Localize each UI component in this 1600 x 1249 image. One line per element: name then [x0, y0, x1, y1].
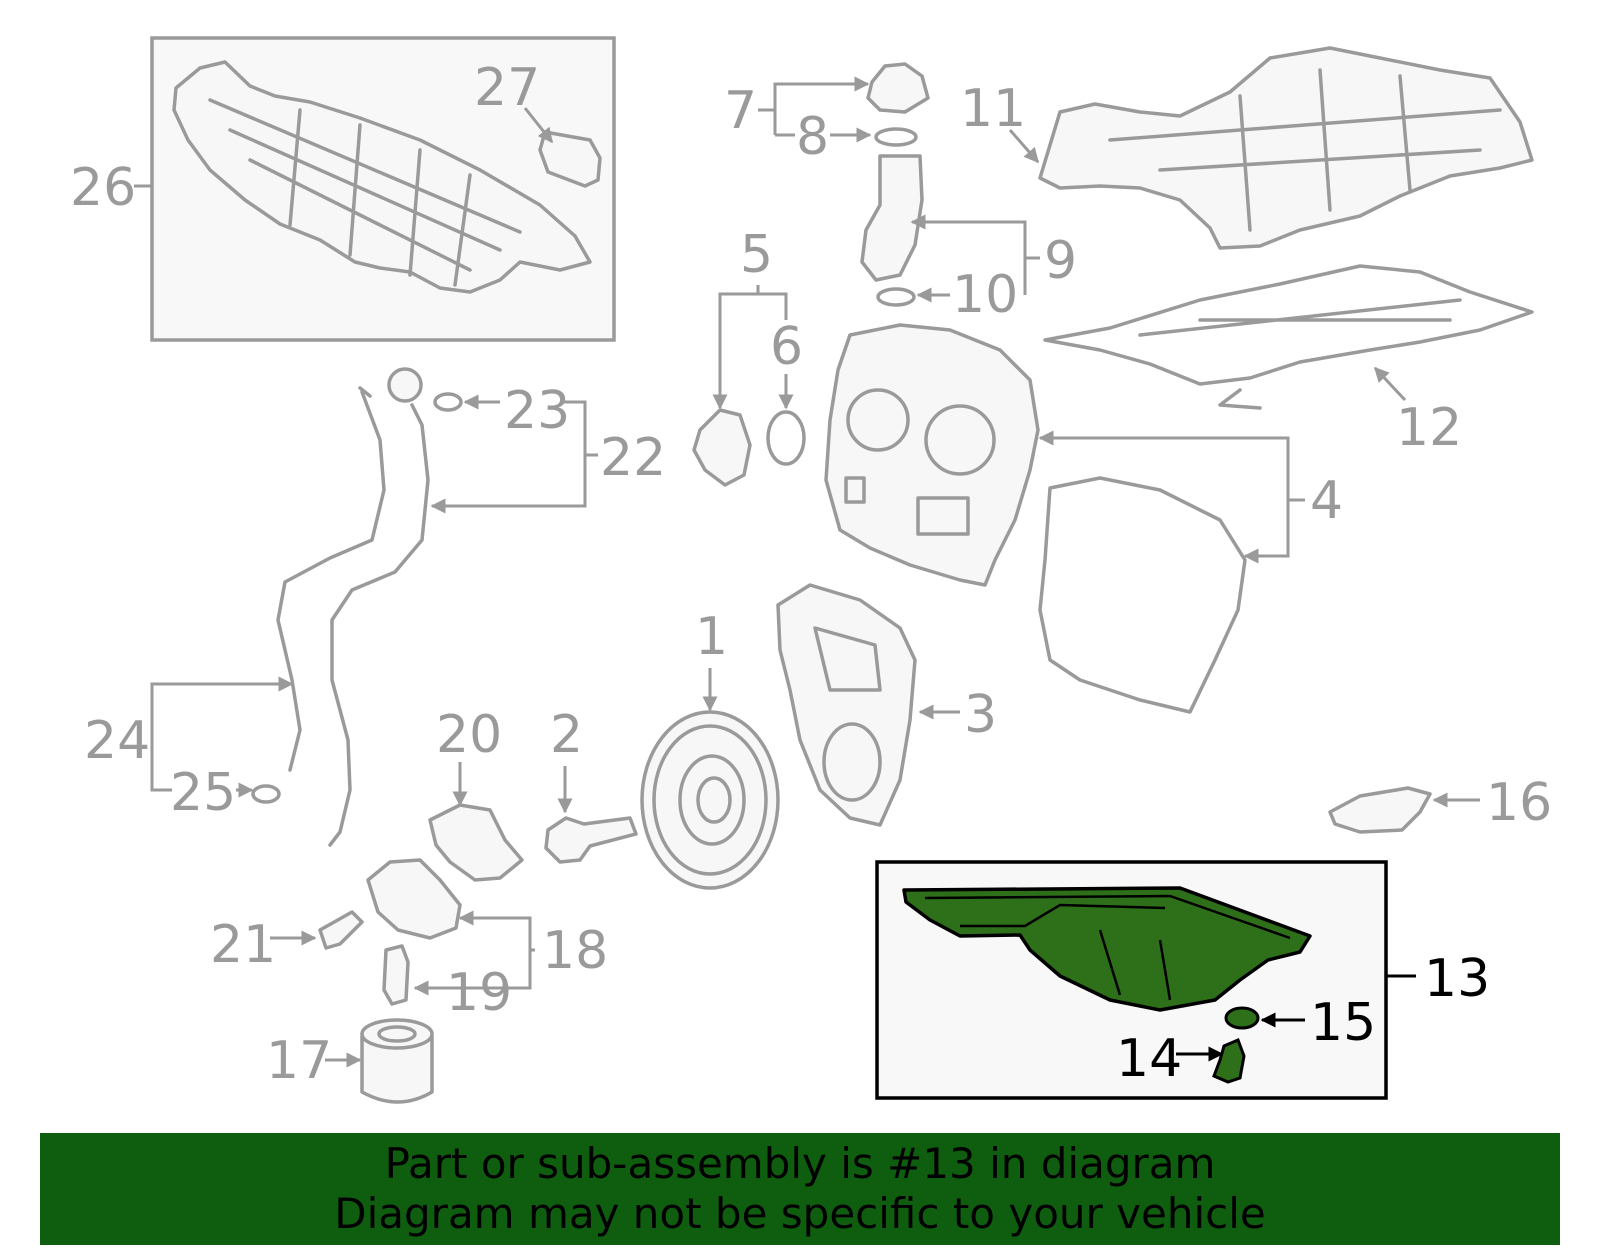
fitting-19 [382, 944, 410, 1006]
callout-3: 3 [964, 685, 997, 745]
callout-4: 4 [1310, 471, 1343, 531]
timing-cover [776, 583, 917, 827]
callout-24: 24 [84, 711, 150, 771]
callout-5: 5 [740, 225, 773, 285]
callout-26: 26 [70, 158, 136, 218]
callout-11: 11 [960, 79, 1026, 139]
front-cover [824, 323, 1040, 587]
callout-27: 27 [474, 58, 540, 118]
gasket-27 [538, 130, 602, 188]
oil-filler-cap [866, 62, 930, 114]
callout-14: 14 [1116, 1029, 1182, 1089]
callout-22: 22 [600, 428, 666, 488]
dipstick [276, 390, 386, 772]
oil-pan-highlighted [902, 886, 1312, 1084]
callout-23: 23 [504, 381, 570, 441]
callout-2: 2 [550, 705, 583, 765]
callout-25: 25 [170, 763, 236, 823]
callout-17: 17 [266, 1031, 332, 1091]
callout-18: 18 [542, 921, 608, 981]
callout-20: 20 [436, 705, 502, 765]
callout-19: 19 [446, 963, 512, 1023]
info-banner: Part or sub-assembly is #13 in diagram D… [40, 1133, 1560, 1245]
intake-manifold-drawing [172, 60, 592, 294]
callout-7: 7 [724, 81, 757, 141]
part-20 [428, 803, 524, 882]
front-cover-gasket [1038, 476, 1247, 714]
callout-1: 1 [695, 607, 728, 667]
callout-6: 6 [770, 317, 803, 377]
callout-15: 15 [1310, 993, 1376, 1053]
crank-pulley [640, 710, 780, 890]
part-16 [1328, 786, 1432, 834]
oil-filter [360, 1018, 434, 1104]
dipstick-tube [328, 403, 430, 847]
valve-cover-gasket [1043, 264, 1534, 386]
banner-line-2: Diagram may not be specific to your vehi… [334, 1189, 1266, 1238]
filler-tube [860, 154, 924, 282]
sensor-21 [318, 910, 364, 950]
banner-line-1: Part or sub-assembly is #13 in diagram [384, 1139, 1216, 1188]
crank-bolt [544, 816, 638, 864]
callout-12: 12 [1396, 398, 1462, 458]
callout-10: 10 [952, 265, 1018, 325]
callout-16: 16 [1486, 773, 1552, 833]
oil-filter-housing [366, 858, 462, 940]
callout-21: 21 [210, 915, 276, 975]
water-outlet [692, 408, 752, 487]
callout-9: 9 [1044, 231, 1077, 291]
callout-8: 8 [796, 107, 829, 167]
callout-13: 13 [1424, 949, 1490, 1009]
seal-6 [766, 410, 806, 466]
valve-cover [1038, 46, 1534, 250]
